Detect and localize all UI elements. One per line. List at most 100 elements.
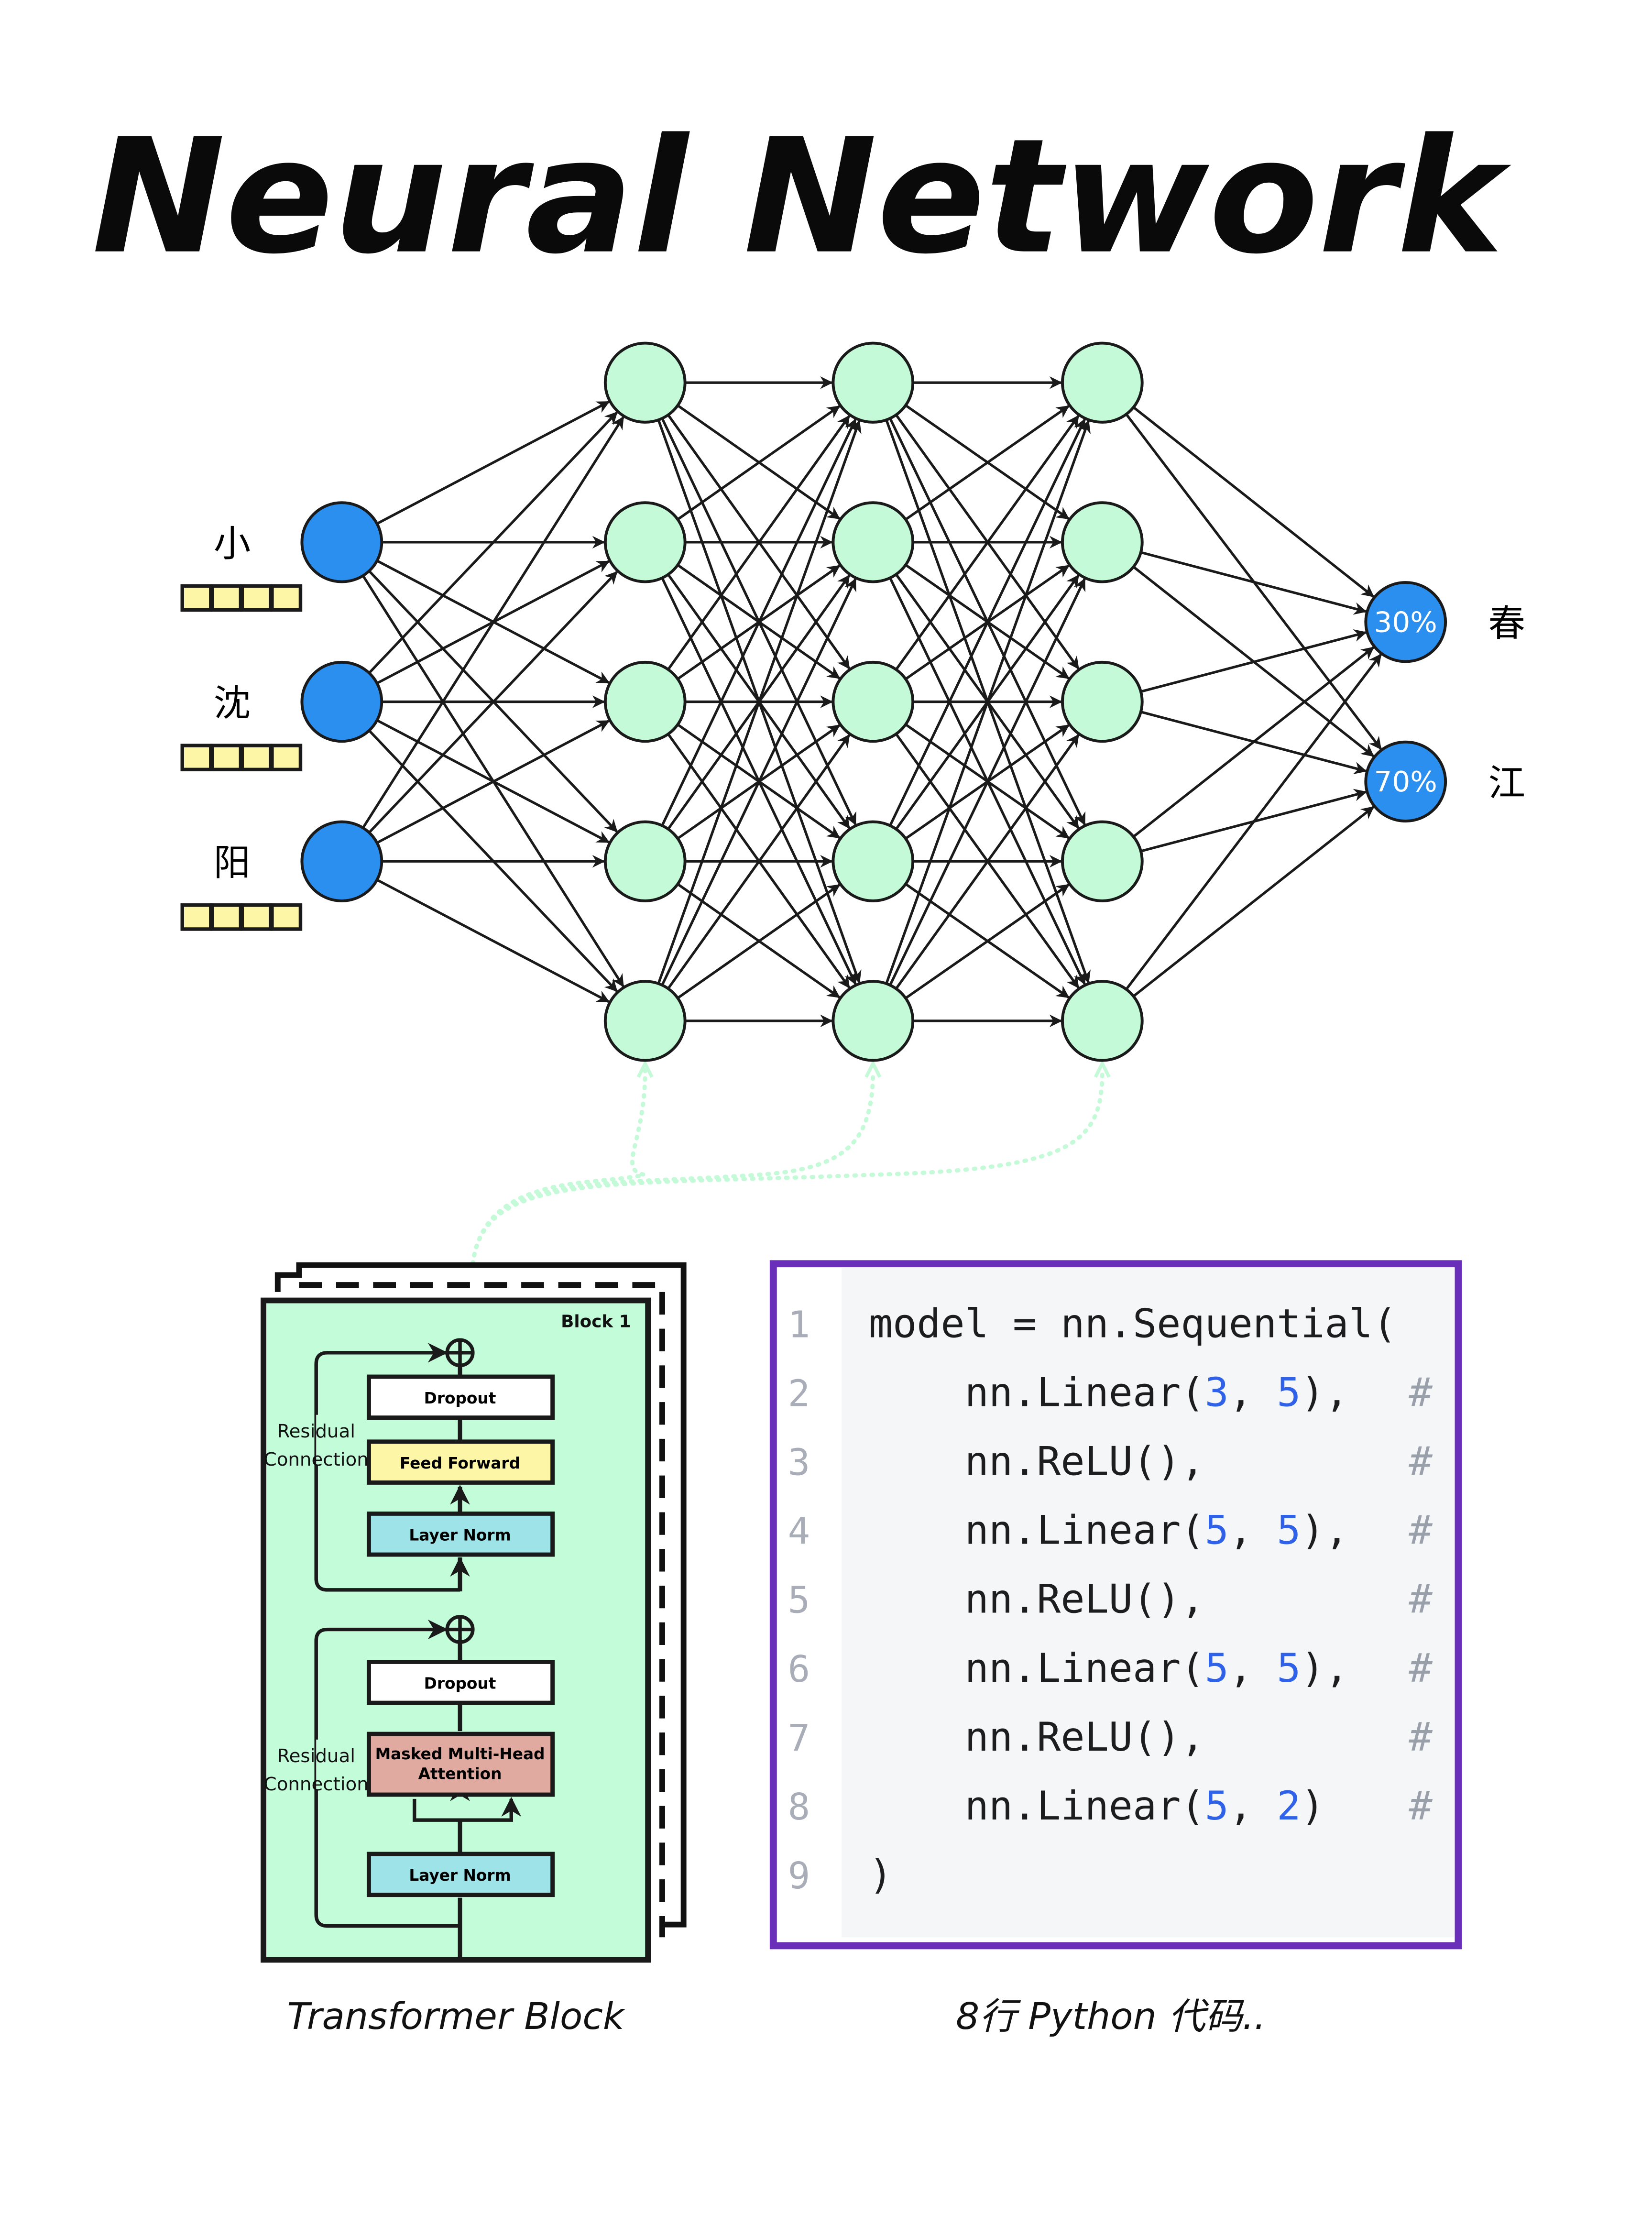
embedding-cell — [270, 744, 303, 771]
code-comment: # — [1408, 1576, 1433, 1622]
block-label: Block 1 — [561, 1312, 631, 1332]
block-link — [470, 1070, 645, 1266]
connection-edge — [1132, 646, 1375, 838]
hidden-node — [831, 660, 915, 743]
embedding-cell — [180, 744, 213, 771]
feed-forward-box: Feed Forward — [366, 1439, 555, 1485]
code-line: 8 nn.Linear(5, 2)# — [788, 1783, 1433, 1829]
line-number: 6 — [788, 1648, 810, 1691]
svg-text:Feed Forward: Feed Forward — [400, 1454, 520, 1472]
dropout-box: Dropout — [366, 1374, 555, 1420]
qkv-arrows — [413, 1799, 512, 1822]
embedding-cell — [210, 584, 243, 612]
line-number: 7 — [788, 1717, 810, 1760]
code-text: ) — [869, 1852, 893, 1898]
connection-edge — [376, 400, 610, 525]
hidden-node — [603, 820, 687, 902]
code-line: 9) — [788, 1852, 893, 1898]
embedding-cell — [240, 744, 273, 771]
connection-edge — [368, 571, 618, 833]
connection-edge — [657, 420, 862, 984]
hidden-node — [1061, 980, 1144, 1062]
add-icon — [445, 1338, 475, 1368]
connection-edge — [905, 884, 1070, 999]
connection-edge — [889, 418, 1086, 826]
input-node — [300, 501, 383, 583]
code-comment: # — [1408, 1783, 1433, 1829]
dropout-box: Dropout — [366, 1660, 555, 1705]
code-line: 5 nn.ReLU(), # — [788, 1576, 1433, 1622]
code-caption: 8行 Python 代码.. — [956, 1995, 1266, 2038]
connection-edge — [376, 878, 610, 1003]
code-comment: # — [1408, 1645, 1433, 1691]
connection-edge — [1140, 629, 1367, 693]
network-nodes: 小沈阳 30% 春 70% 江 — [180, 341, 1525, 1062]
connection-edge — [1132, 806, 1375, 997]
svg-text:Dropout: Dropout — [424, 1389, 496, 1407]
svg-text:Layer Norm: Layer Norm — [409, 1866, 511, 1885]
block-link — [470, 1070, 1102, 1266]
connection-edge — [1125, 653, 1382, 990]
embedding-cell — [240, 584, 273, 612]
svg-text:Layer Norm: Layer Norm — [409, 1526, 511, 1545]
line-number: 5 — [788, 1579, 810, 1622]
code-comment: # — [1408, 1714, 1433, 1760]
connection-edge — [1140, 551, 1367, 615]
output-token-label: 江 — [1488, 762, 1525, 805]
output-node — [1364, 740, 1447, 823]
input-node — [300, 820, 383, 902]
stack-sheet-dashed — [299, 1282, 665, 1938]
code-text: model = nn.Sequential( — [869, 1301, 1397, 1347]
code-text: nn.ReLU(), — [869, 1576, 1205, 1622]
input-token-label: 沈 — [214, 682, 251, 725]
svg-text:Attention: Attention — [418, 1765, 502, 1783]
code-line: 4 nn.Linear(5, 5),# — [788, 1507, 1433, 1554]
hidden-node — [603, 501, 687, 583]
connection-edge — [661, 418, 857, 826]
residual-label: Connection — [264, 1449, 369, 1470]
hidden-node — [603, 660, 687, 743]
code-line: 6 nn.Linear(5, 5),# — [788, 1645, 1433, 1691]
line-number: 9 — [788, 1854, 810, 1897]
network-links — [470, 1070, 1102, 1266]
add-icon — [445, 1615, 475, 1644]
code-area — [842, 1268, 1454, 1938]
hidden-node — [603, 980, 687, 1062]
output-probability: 70% — [1374, 765, 1437, 798]
output-probability: 30% — [1374, 606, 1437, 639]
embedding-cell — [180, 584, 213, 612]
code-comment: # — [1408, 1438, 1433, 1485]
input-token-label: 阳 — [214, 842, 251, 885]
output-token-label: 春 — [1488, 603, 1525, 646]
input-node — [300, 660, 383, 743]
connection-edge — [677, 884, 841, 999]
line-number: 2 — [788, 1372, 810, 1415]
embedding-cell — [210, 744, 243, 771]
connection-edge — [895, 415, 1080, 670]
hidden-node — [1061, 501, 1144, 583]
connection-edge — [677, 405, 841, 521]
embedding-cell — [240, 903, 273, 931]
residual-label: Residual — [277, 1421, 355, 1442]
hidden-node — [1061, 660, 1144, 743]
connection-edge — [885, 420, 1091, 984]
code-comment: # — [1408, 1507, 1433, 1554]
network-edges — [361, 376, 1382, 1028]
hidden-node — [831, 980, 915, 1062]
connection-edge — [895, 734, 1080, 990]
hidden-node — [831, 820, 915, 902]
hidden-node — [1061, 341, 1144, 424]
stack-sheet-back — [274, 1262, 687, 1928]
embedding-cell — [210, 903, 243, 931]
embedding-cell — [270, 903, 303, 931]
connection-edge — [1132, 406, 1375, 598]
embedding-cell — [270, 584, 303, 612]
connection-edge — [376, 720, 610, 844]
code-line: 7 nn.ReLU(),# — [788, 1714, 1433, 1760]
input-token-label: 小 — [214, 523, 251, 566]
connection-edge — [889, 578, 1086, 986]
